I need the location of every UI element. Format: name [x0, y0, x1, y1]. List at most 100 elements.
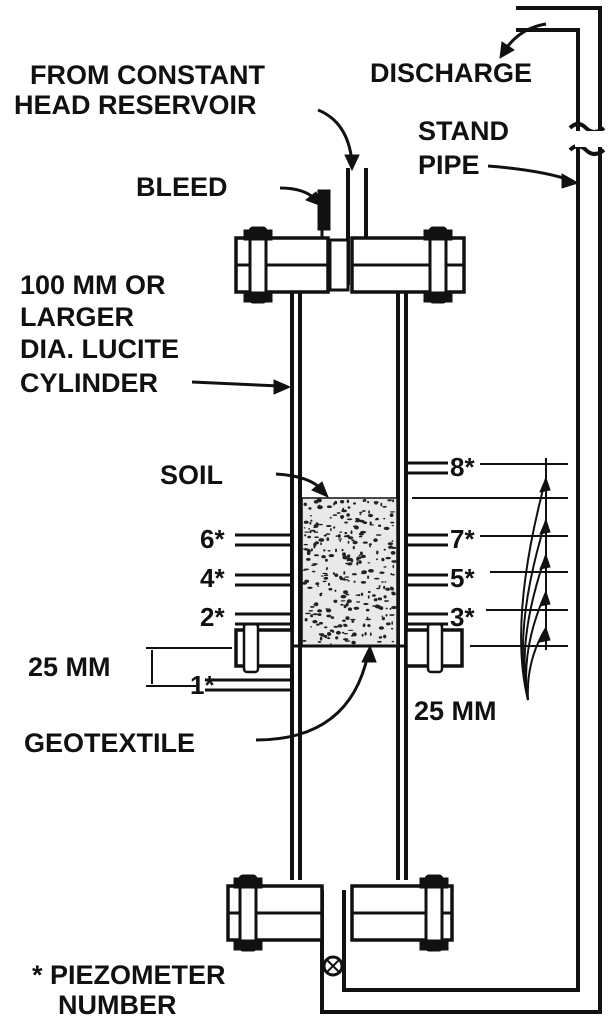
piezometer-taps: [205, 461, 448, 692]
soil-grain: [391, 621, 394, 625]
soil-grain: [358, 535, 363, 538]
soil-grain: [330, 528, 332, 532]
soil-grain: [325, 608, 328, 610]
dimension-left-label: 25 MM: [28, 652, 111, 682]
soil-grain: [347, 629, 354, 631]
cylinder-label-4: CYLINDER: [20, 368, 158, 398]
soil-grain: [346, 513, 350, 517]
soil-grain: [319, 636, 323, 641]
soil-grain: [385, 607, 388, 610]
soil-grain: [379, 571, 385, 574]
soil-grain: [314, 541, 319, 545]
soil-grain: [324, 574, 329, 577]
soil-grain: [358, 560, 362, 564]
soil-grain: [383, 595, 387, 599]
soil-grain: [317, 585, 320, 587]
soil-grain: [374, 577, 380, 580]
soil-grain: [344, 531, 348, 535]
soil-grain: [383, 585, 386, 590]
soil-grain: [318, 504, 321, 506]
soil-grain: [344, 521, 348, 524]
cylinder-label-1: 100 MM OR: [20, 270, 166, 300]
soil-grain: [385, 556, 391, 560]
soil-grain: [347, 540, 350, 544]
stand-pipe: [320, 6, 606, 1014]
soil-grain: [317, 613, 322, 616]
soil-grain: [368, 513, 373, 518]
soil-grain: [309, 515, 313, 517]
soil-grain: [390, 587, 394, 591]
soil-grain: [362, 625, 366, 627]
soil-grain: [369, 544, 371, 548]
soil-grain: [317, 609, 323, 613]
soil-grain: [360, 581, 367, 584]
soil-grain: [325, 568, 328, 571]
soil-grain: [378, 524, 382, 527]
soil-grain: [330, 616, 335, 619]
soil-grain: [304, 547, 307, 551]
soil-grain: [342, 552, 346, 557]
discharge-label: DISCHARGE: [370, 58, 532, 88]
soil-grain: [391, 560, 398, 563]
soil-grain: [345, 616, 350, 620]
soil-grain: [344, 576, 350, 578]
soil-grain: [313, 530, 316, 533]
soil-grain: [314, 536, 319, 538]
soil-grain: [340, 600, 346, 602]
soil-grain: [375, 517, 379, 521]
geotextile-label: GEOTEXTILE: [24, 728, 195, 758]
soil-grain: [391, 525, 394, 527]
soil-grain: [335, 535, 339, 537]
soil-grain: [390, 627, 394, 630]
soil-grain: [336, 512, 341, 514]
soil-grain: [354, 525, 359, 530]
soil-grain: [347, 579, 350, 582]
soil-grain: [316, 623, 320, 626]
soil-grain: [342, 507, 345, 512]
soil-grain: [317, 505, 323, 510]
soil-grain: [304, 534, 307, 537]
soil-grain: [308, 528, 311, 530]
soil-grain: [326, 637, 331, 640]
legend-label-1: * PIEZOMETER: [32, 960, 226, 990]
soil-grain: [350, 618, 356, 621]
soil-grain: [353, 580, 356, 583]
soil-grain: [326, 525, 332, 527]
soil-grain: [351, 640, 356, 645]
soil-grain: [365, 618, 372, 621]
soil-grain: [390, 551, 396, 555]
soil-grain: [387, 542, 394, 546]
soil-grain: [382, 505, 387, 508]
soil-grain: [323, 626, 328, 629]
soil-grain: [378, 636, 383, 639]
soil-grain: [332, 572, 335, 575]
soil-grain: [303, 502, 307, 506]
soil-grain: [308, 507, 312, 510]
soil-grain: [347, 562, 353, 566]
soil-grain: [341, 548, 344, 552]
soil-grain: [312, 620, 318, 624]
soil-grain: [362, 541, 368, 544]
soil-grain: [361, 633, 364, 637]
soil-grain: [340, 594, 347, 599]
soil-grain: [375, 604, 378, 608]
soil-grain: [373, 538, 378, 543]
piezometer-4-label: 4*: [200, 563, 225, 593]
soil-grain: [367, 595, 370, 599]
soil-grain: [372, 594, 376, 597]
soil-grain: [353, 502, 356, 505]
soil-grain: [381, 615, 384, 617]
soil-grain: [391, 640, 395, 643]
soil-grain: [389, 513, 394, 517]
soil-grain: [364, 632, 367, 636]
soil-grain: [304, 612, 311, 615]
soil-grain: [343, 535, 349, 538]
soil-grain: [391, 591, 395, 594]
soil-grain: [352, 540, 358, 545]
soil-grain: [385, 587, 391, 591]
soil-grain: [389, 607, 392, 610]
soil-grain: [303, 520, 309, 524]
cylinder-label-3: DIA. LUCITE: [20, 334, 179, 364]
piezometer-numbers: 6* 4* 2* 1* 8* 7* 5* 3*: [190, 452, 475, 700]
